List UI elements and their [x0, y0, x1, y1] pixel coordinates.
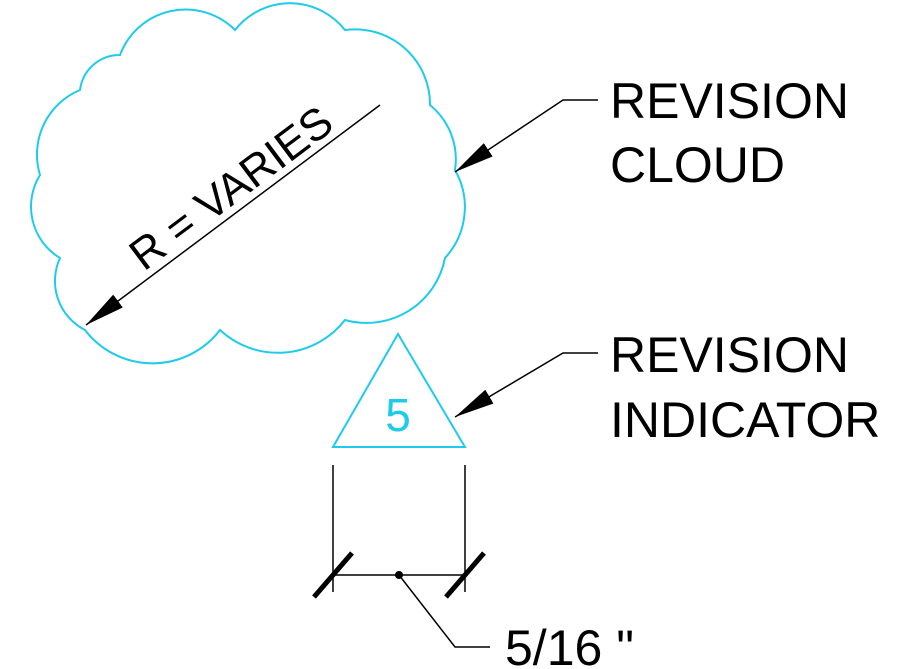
- cloud-callout-leader: [454, 99, 598, 173]
- radius-label: R = VARIES: [121, 97, 343, 280]
- radius-leader-line: [85, 104, 381, 326]
- revision-indicator-triangle: [331, 332, 467, 448]
- dimension-value: 5/16 ": [505, 620, 634, 669]
- dimension-tick-left: [312, 551, 354, 599]
- dimension-leader-line: [398, 574, 490, 648]
- indicator-label-line1: REVISION: [610, 327, 849, 383]
- revision-cloud-shape: [30, 2, 466, 365]
- revision-indicator-number: 5: [385, 389, 411, 441]
- dimension-tick-right: [444, 551, 486, 599]
- indicator-label-line2: INDICATOR: [610, 392, 880, 448]
- indicator-callout-leader: [454, 352, 598, 418]
- cloud-label-line2: CLOUD: [610, 137, 785, 193]
- cloud-label-line1: REVISION: [610, 73, 849, 129]
